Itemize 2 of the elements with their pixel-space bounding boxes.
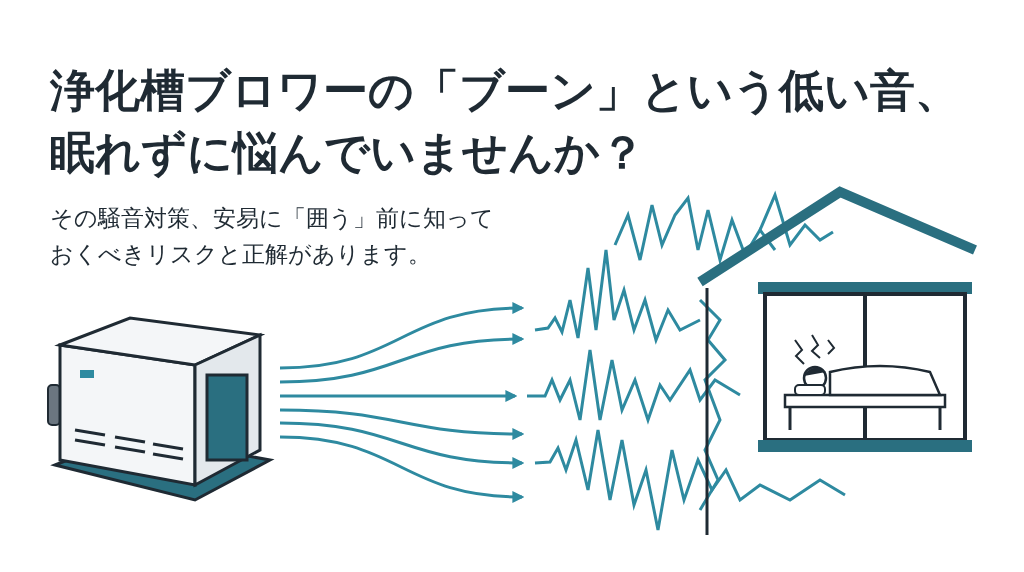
subheading: その騒音対策、安易に「囲う」前に知っておくべきリスクと正解があります。 — [50, 204, 495, 269]
headline: 浄化槽ブロワーの「ブーン」という低い音、眠れずに悩んでいませんか？ — [50, 63, 961, 181]
